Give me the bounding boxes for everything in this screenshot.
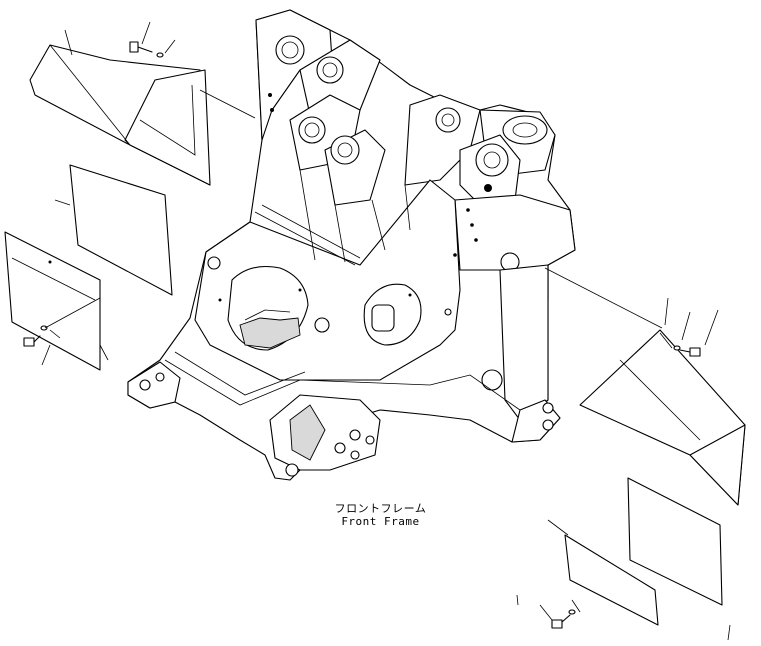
bolt-right-lower [551, 609, 576, 629]
plate-left-middle [69, 164, 173, 296]
bolt-left-lower [23, 325, 48, 347]
cover-upper-left [29, 44, 211, 186]
assembly-lines [41, 21, 731, 641]
front-frame-label-jp: フロントフレーム [334, 502, 427, 515]
bolt-upper-left [129, 41, 164, 58]
cover-upper-right [579, 329, 746, 506]
bolt-right-upper [673, 345, 701, 357]
front-frame-label-en: Front Frame [341, 515, 420, 528]
front-frame [127, 9, 576, 481]
plate-left-lower [4, 231, 101, 371]
plate-right-lower [564, 534, 659, 626]
plate-right-middle [627, 477, 723, 606]
